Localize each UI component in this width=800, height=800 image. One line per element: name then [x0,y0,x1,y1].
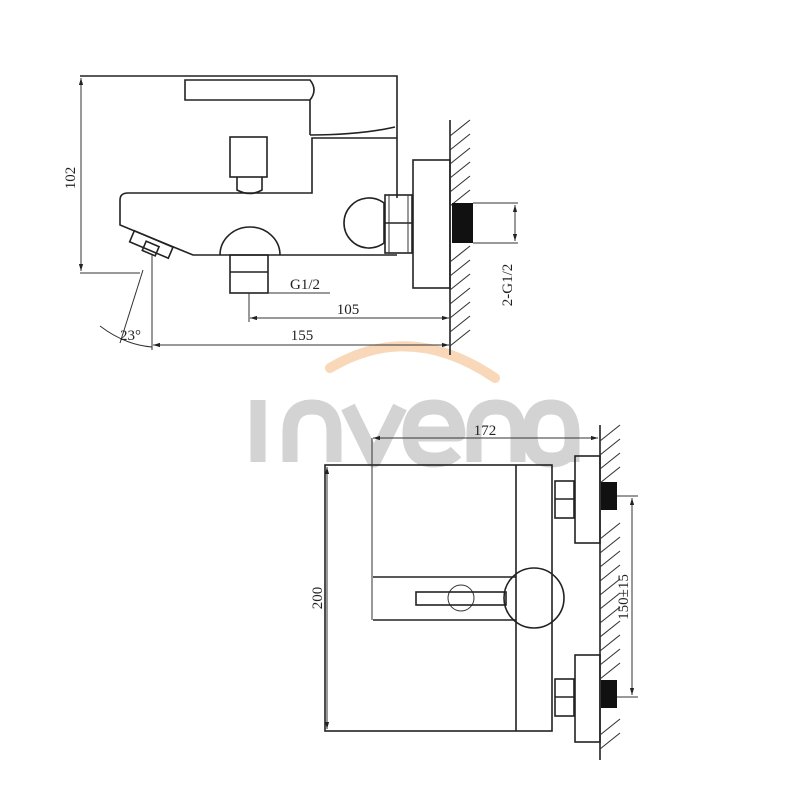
hatch-line [599,662,621,680]
hatch-line [599,424,621,442]
dim-width-172: 172 [474,423,497,439]
hatch-line [449,315,471,333]
lever-handle [415,591,507,606]
cartridge-stem [236,177,263,195]
front-body [324,464,553,732]
faucet-body-outline [80,75,398,256]
side-view: 102 G1/2 105 155 23° 2-G1/2 [63,75,518,355]
watermark-arc [325,341,500,383]
dim-angle-23: 23° [120,328,141,344]
hatch-line [599,522,621,540]
cartridge-square [229,136,268,178]
hatch-line [599,620,621,638]
front-knob [503,567,565,629]
hatch-line [449,161,471,179]
dim-inlet-thread: 2-G1/2 [500,264,516,307]
wall-hatch-front [599,424,621,750]
hatch-line [599,550,621,568]
diverter-dome [219,226,281,256]
hatch-line [449,147,471,165]
dim-inlet-spacing: 150±15 [616,574,632,620]
lever-pivot [447,584,475,612]
hatch-line [599,438,621,456]
dim-depth-155: 155 [291,328,314,344]
hatch-line [599,578,621,596]
hatch-line [599,466,621,484]
hatch-line [449,133,471,151]
hex-nut [384,194,413,254]
hatch-line [599,648,621,666]
hatch-line [449,245,471,263]
hatch-line [599,718,621,736]
hatch-line [599,564,621,582]
threaded-inlet [452,203,473,243]
handle-knob [343,197,385,249]
dim-outlet-thread: G1/2 [290,277,320,293]
front-view: 172 200 150±15 [310,423,638,760]
wall-hatch [449,119,471,347]
aerator [128,229,175,260]
hatch-line [599,536,621,554]
dim-height-200: 200 [310,587,326,610]
lever-plate [373,576,516,621]
hatch-line [449,119,471,137]
shower-outlet [229,254,269,294]
hatch-line [449,329,471,347]
dim-outlet-distance-105: 105 [337,302,360,318]
wall-flange [412,159,451,289]
watermark-logo [250,341,580,468]
hatch-line [599,606,621,624]
hatch-line [449,287,471,305]
hatch-line [599,732,621,750]
upper-connector [554,455,617,544]
hatch-line [449,273,471,291]
dim-height-102: 102 [63,167,79,190]
hatch-line [599,592,621,610]
hatch-line [599,634,621,652]
hatch-line [449,301,471,319]
watermark-lettering [250,399,580,468]
hatch-line [449,175,471,193]
lever-top [184,79,315,101]
hatch-line [449,259,471,277]
hatch-line [599,452,621,470]
